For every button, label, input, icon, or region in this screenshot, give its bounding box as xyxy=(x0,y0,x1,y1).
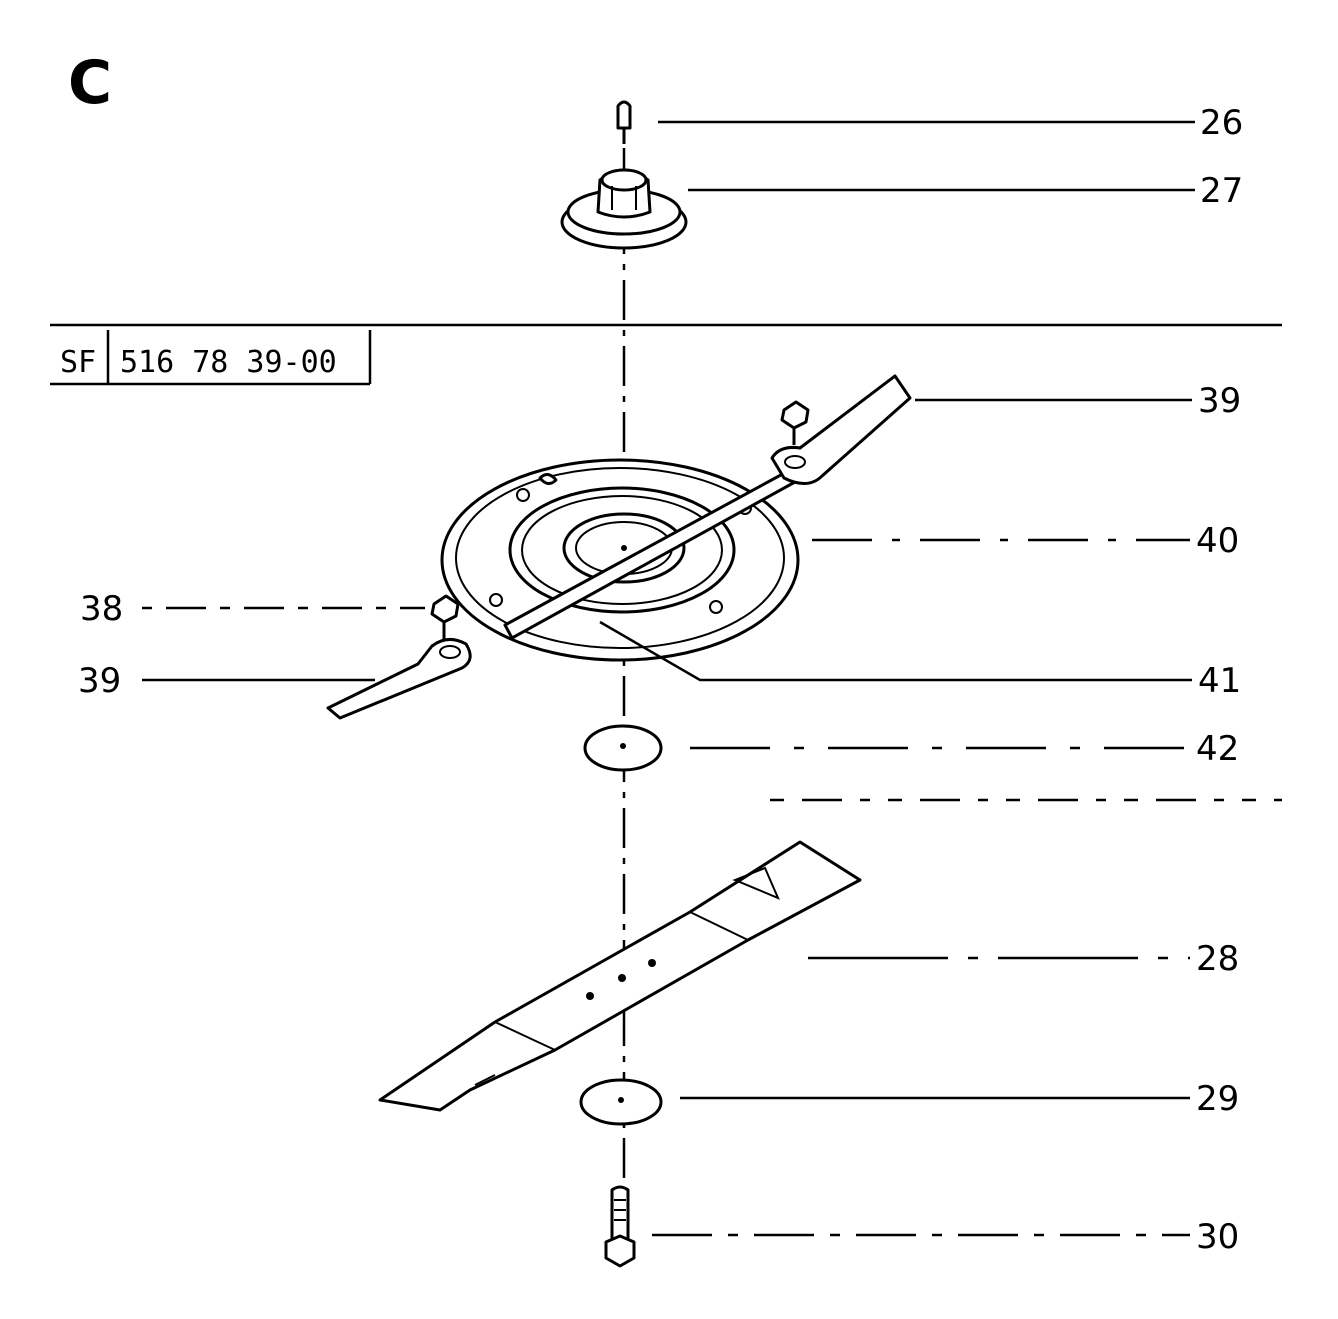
callout-38: 38 xyxy=(80,589,123,629)
main-blade-part xyxy=(378,840,862,1112)
section-letter: C xyxy=(68,48,112,118)
callout-39-right: 39 xyxy=(1198,381,1241,421)
callout-26: 26 xyxy=(1200,103,1243,143)
bolt-part xyxy=(604,1185,636,1268)
nut-lower-part xyxy=(430,594,460,640)
leader-41 xyxy=(599,620,1192,682)
washer-upper-part xyxy=(583,724,663,772)
reference-part-number: 516 78 39-00 xyxy=(120,345,337,380)
small-blade-lower-part xyxy=(326,638,472,720)
pin-part xyxy=(616,100,632,144)
leader-lines xyxy=(142,120,1195,1237)
nut-upper-part xyxy=(780,400,810,445)
callout-42: 42 xyxy=(1196,729,1239,769)
blade-disc-part xyxy=(440,458,800,662)
washer-lower-part xyxy=(579,1078,663,1126)
callout-27: 27 xyxy=(1200,171,1243,211)
callout-30: 30 xyxy=(1196,1217,1239,1257)
hub-part xyxy=(560,168,688,250)
reference-prefix: SF xyxy=(60,345,96,380)
callout-41: 41 xyxy=(1198,661,1241,701)
callout-40: 40 xyxy=(1196,521,1239,561)
callout-29: 29 xyxy=(1196,1079,1239,1119)
callout-28: 28 xyxy=(1196,939,1239,979)
small-blade-upper-part xyxy=(770,374,912,485)
reference-box: SF 516 78 39-00 xyxy=(50,330,372,386)
callout-39-left: 39 xyxy=(78,661,121,701)
